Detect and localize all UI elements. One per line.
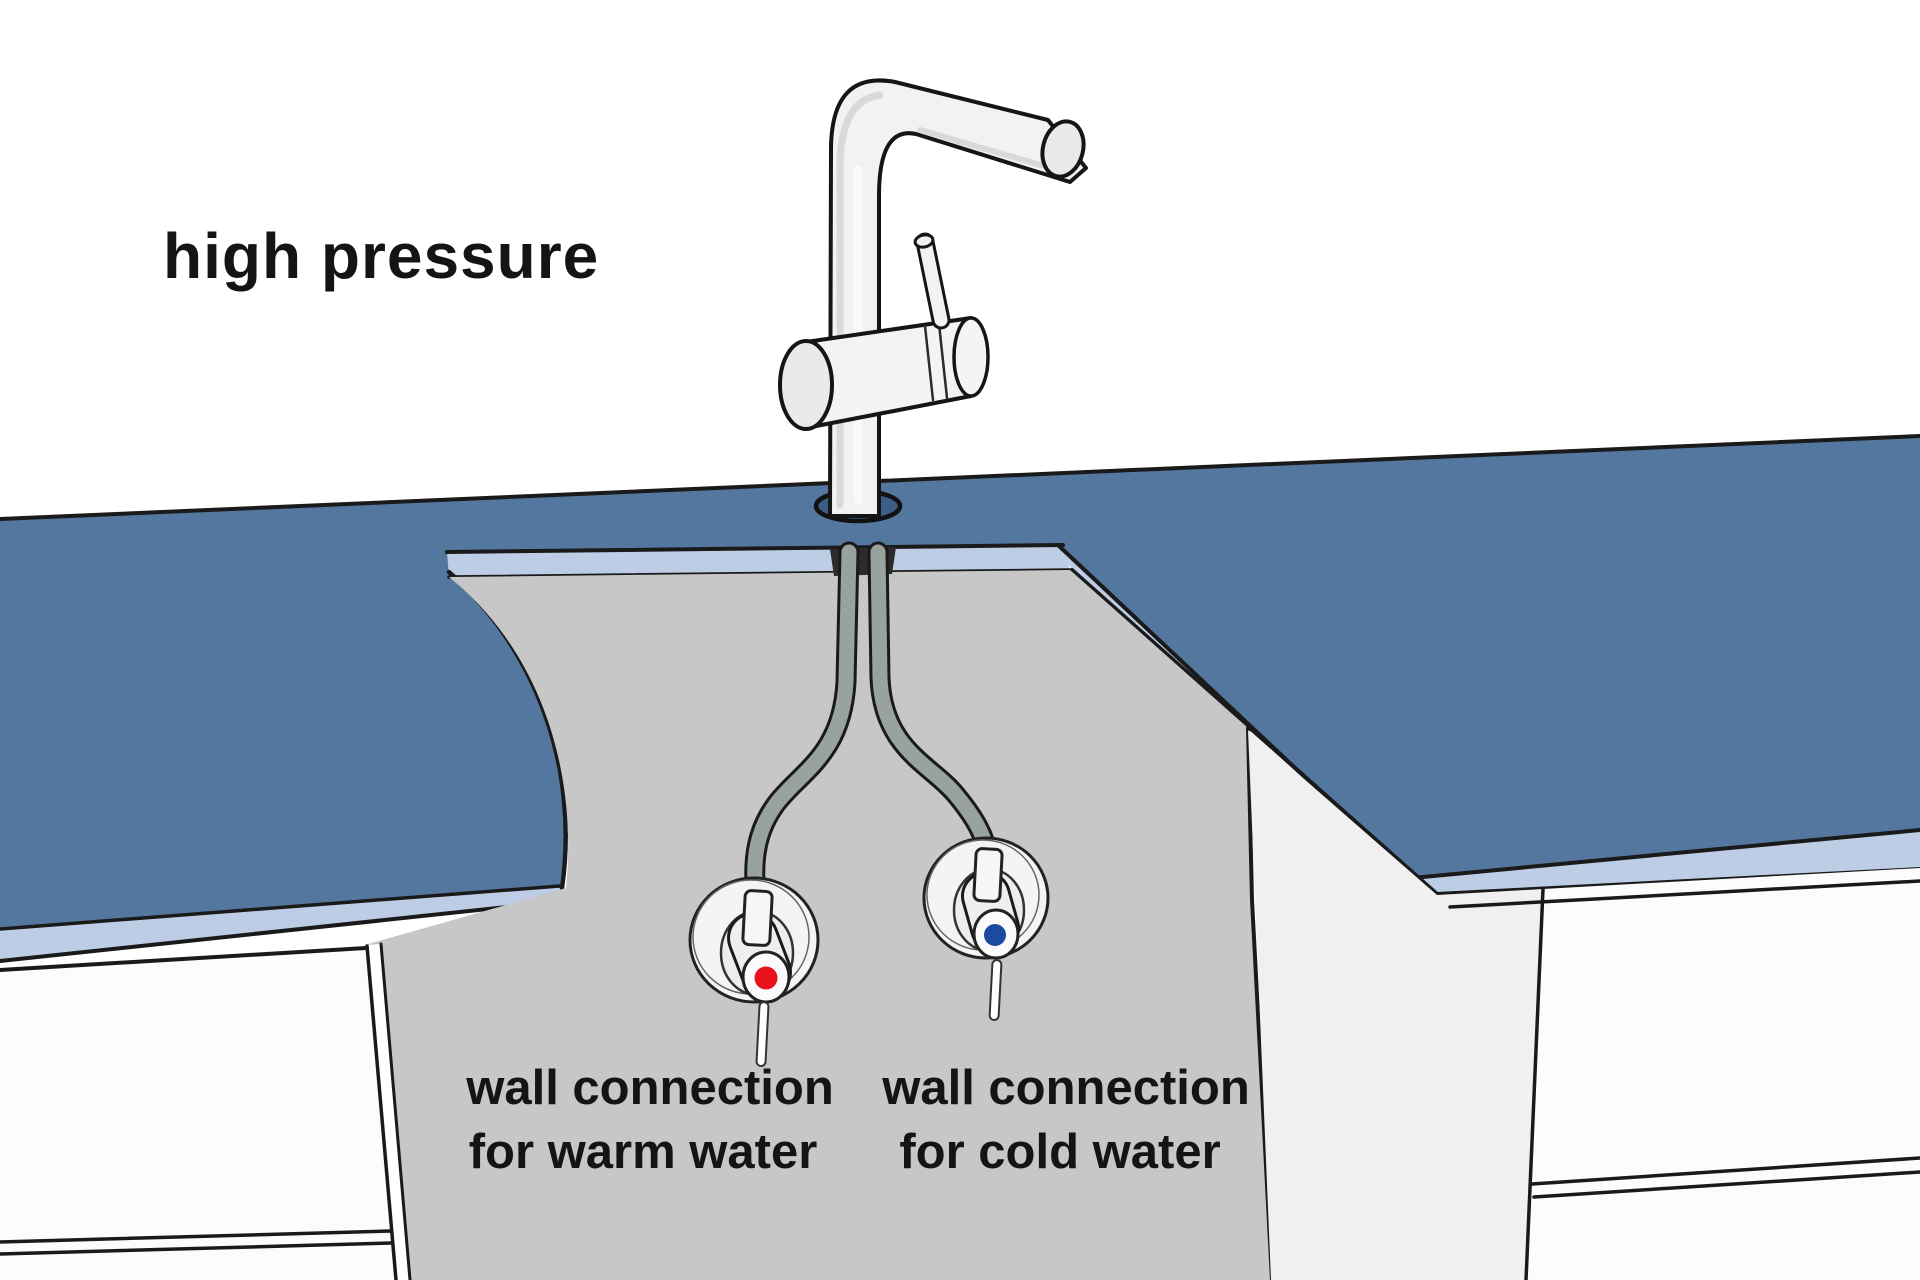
cold-indicator-dot xyxy=(984,924,1006,946)
warm-label-line2: for warm water xyxy=(469,1125,818,1179)
faucet-spout-tip xyxy=(1040,119,1086,179)
left-cabinet-edge-gap xyxy=(367,944,410,1280)
left-front-bottom-line xyxy=(0,897,584,963)
warm-hose-collar xyxy=(741,889,774,947)
faucet-collar-line-b xyxy=(937,322,949,400)
cold-water-valve xyxy=(922,836,1050,1021)
left-front-edge-strip xyxy=(0,886,582,961)
cold-connection-label: wall connection for cold water xyxy=(881,1061,1250,1179)
left-cabinet xyxy=(0,942,412,1280)
faucet-handle-cap xyxy=(913,233,935,249)
cutout-strip-top-line xyxy=(445,543,1065,554)
faucet-collar-line-a xyxy=(923,324,935,402)
right-drawer-gap-line-b xyxy=(1532,1170,1920,1199)
countertop xyxy=(0,434,1920,963)
warm-indicator-dot xyxy=(754,966,778,990)
left-drawer-gap-line-b xyxy=(0,1241,394,1256)
warm-water-valve xyxy=(688,876,820,1067)
faucet-arm-shading xyxy=(917,127,1061,173)
right-front-top-line xyxy=(1410,828,1920,880)
left-cabinet-corner-line-a xyxy=(365,944,398,1280)
right-drawer-gap-line-a xyxy=(1530,1156,1920,1186)
supply-hoses xyxy=(744,541,999,908)
cold-valve-pin xyxy=(988,959,1003,1021)
cold-label-line2: for cold water xyxy=(899,1125,1220,1179)
left-drawer-gap-line-a xyxy=(0,1229,393,1244)
warm-valve-pin xyxy=(755,1001,770,1067)
warm-hose xyxy=(747,544,857,905)
right-diagonal-bottom-line xyxy=(1070,568,1439,896)
cold-hose-collar xyxy=(972,847,1004,903)
faucet-handle xyxy=(918,235,948,327)
warm-connection-label: wall connection for warm water xyxy=(465,1061,834,1179)
faucet-body-right-cap xyxy=(952,316,990,398)
cold-hose xyxy=(870,544,996,864)
niche-wall-surface xyxy=(368,570,1272,1280)
right-cabinet-face xyxy=(1524,868,1920,1280)
left-cabinet-corner-line-b xyxy=(379,942,412,1280)
warm-label-line1: wall connection xyxy=(465,1061,834,1115)
faucet-body-left-cap xyxy=(778,339,834,431)
right-cabinet xyxy=(1248,730,1920,1280)
page-title: high pressure xyxy=(163,220,599,292)
niche-right-edge-line xyxy=(1246,726,1274,1280)
right-cabinet-side-panel xyxy=(1248,730,1543,1280)
right-front-edge-strip xyxy=(1412,830,1920,894)
counter-back-edge-line xyxy=(0,434,1920,521)
faucet xyxy=(778,78,1088,524)
faucet-pipe-shading xyxy=(836,91,884,509)
countertop-surface xyxy=(0,436,1920,929)
left-front-top-line xyxy=(0,884,562,931)
cutout-top-edge-strip xyxy=(447,545,1070,577)
left-cabinet-top-line xyxy=(0,946,368,972)
left-cabinet-face xyxy=(0,948,396,1280)
right-cabinet-corner-line xyxy=(1524,887,1545,1280)
cold-label-line1: wall connection xyxy=(881,1061,1250,1115)
right-cabinet-top-line xyxy=(1448,879,1920,909)
